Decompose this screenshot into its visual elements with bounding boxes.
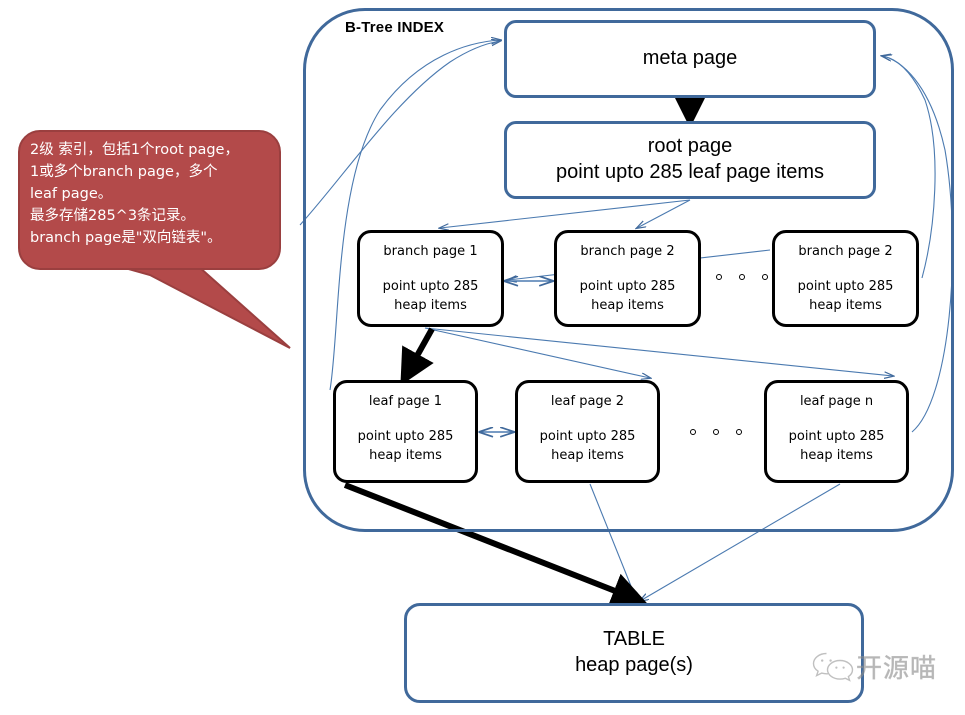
root-page-title: root page [647, 135, 733, 158]
branch-page-box[interactable]: branch page 1 point upto 285 heap items [357, 230, 504, 327]
table-detail: heap page(s) [575, 654, 693, 676]
leaf-page-line2: heap items [800, 447, 873, 463]
ellipsis-dot [713, 429, 719, 435]
branch-page-title: branch page 2 [798, 244, 893, 259]
root-page-box[interactable]: root page point upto 285 leaf page items [504, 121, 876, 199]
watermark: 开源喵 [812, 648, 937, 685]
branch-page-line1: point upto 285 [579, 278, 676, 294]
btree-index-label: B-Tree INDEX [345, 19, 445, 36]
leaf-page-body: point upto 285 heap items [767, 428, 906, 466]
leaf-page-body: point upto 285 heap items [336, 428, 475, 466]
branch-row-ellipsis [716, 274, 768, 280]
root-page-detail: point upto 285 leaf page items [556, 161, 824, 183]
leaf-page-box[interactable]: leaf page 1 point upto 285 heap items [333, 380, 478, 483]
branch-page-body: point upto 285 heap items [557, 278, 698, 316]
branch-page-line2: heap items [809, 297, 882, 313]
leaf-row-ellipsis [690, 429, 742, 435]
meta-page-box[interactable]: meta page [504, 20, 876, 98]
leaf-page-line2: heap items [551, 447, 624, 463]
ellipsis-dot [762, 274, 768, 280]
leaf-page-line1: point upto 285 [788, 428, 885, 444]
branch-page-box[interactable]: branch page 2 point upto 285 heap items [772, 230, 919, 327]
ellipsis-dot [736, 429, 742, 435]
leaf-page-box[interactable]: leaf page n point upto 285 heap items [764, 380, 909, 483]
leaf-page-title: leaf page n [799, 394, 874, 409]
leaf-page-box[interactable]: leaf page 2 point upto 285 heap items [515, 380, 660, 483]
ellipsis-dot [690, 429, 696, 435]
branch-page-title: branch page 1 [383, 244, 478, 259]
leaf-page-line2: heap items [369, 447, 442, 463]
meta-page-title: meta page [642, 47, 738, 70]
callout-text: 2级 索引，包括1个root page， 1或多个branch page，多个 … [30, 142, 239, 247]
btree-index-container [303, 8, 954, 532]
ellipsis-dot [716, 274, 722, 280]
table-title: TABLE [603, 628, 665, 651]
leaf-page-title: leaf page 2 [550, 394, 625, 409]
leaf-page-body: point upto 285 heap items [518, 428, 657, 466]
wechat-icon [812, 652, 854, 682]
branch-page-line1: point upto 285 [797, 278, 894, 294]
leaf-page-line1: point upto 285 [539, 428, 636, 444]
branch-page-line2: heap items [394, 297, 467, 313]
leaf-page-title: leaf page 1 [368, 394, 443, 409]
branch-page-body: point upto 285 heap items [360, 278, 501, 316]
ellipsis-dot [739, 274, 745, 280]
callout-bubble [18, 130, 281, 270]
branch-page-body: point upto 285 heap items [775, 278, 916, 316]
leaf-page-line1: point upto 285 [357, 428, 454, 444]
branch-page-line1: point upto 285 [382, 278, 479, 294]
branch-page-box[interactable]: branch page 2 point upto 285 heap items [554, 230, 701, 327]
branch-page-title: branch page 2 [580, 244, 675, 259]
watermark-text: 开源喵 [856, 654, 938, 685]
table-heap-box[interactable]: TABLE heap page(s) [404, 603, 864, 703]
branch-page-line2: heap items [591, 297, 664, 313]
